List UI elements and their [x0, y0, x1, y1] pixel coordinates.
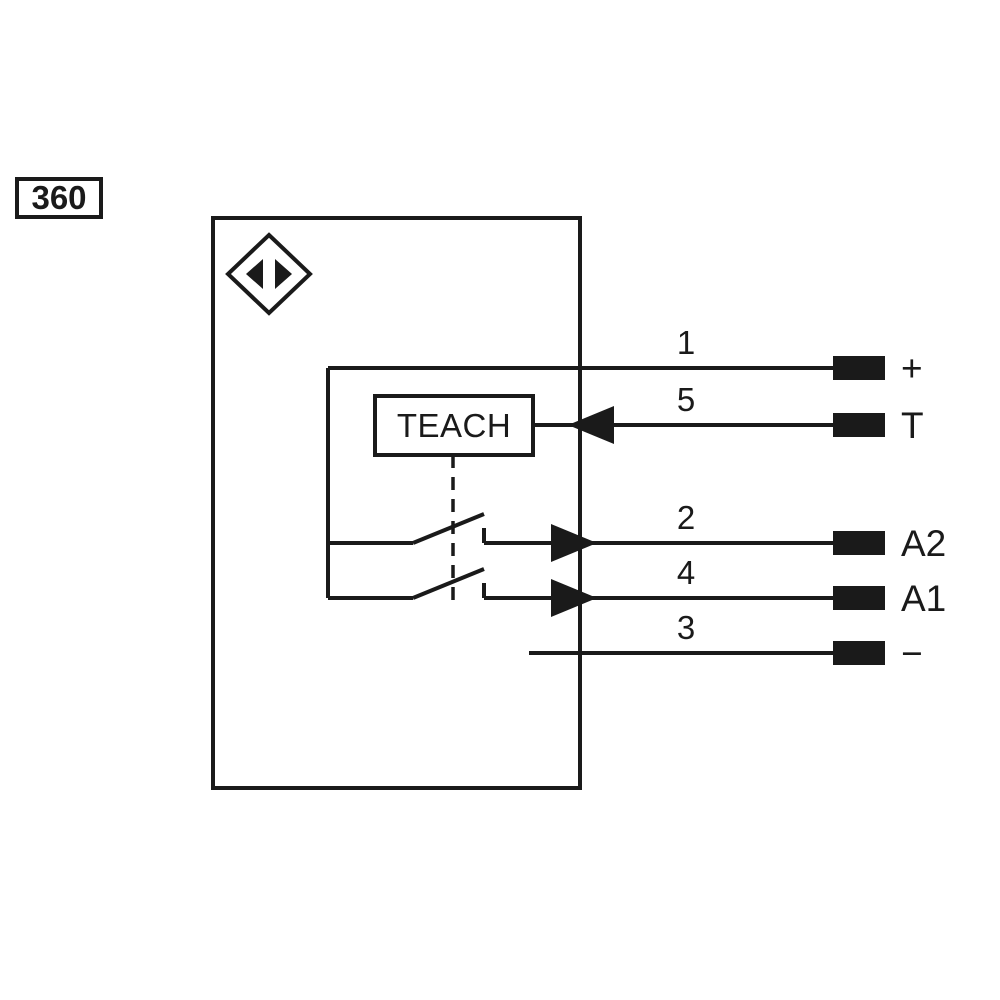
- terminal-plus: [833, 356, 885, 380]
- terminal-a1: [833, 586, 885, 610]
- terminal-a1-label: A1: [901, 578, 946, 619]
- wire-2: 2 A2: [484, 499, 946, 564]
- terminal-t-label: T: [901, 405, 924, 446]
- wire-3-pin-label: 3: [677, 609, 695, 646]
- wire-4: 4 A1: [484, 554, 946, 619]
- wire-2-pin-label: 2: [677, 499, 695, 536]
- teach-block-label: TEACH: [397, 407, 511, 444]
- wire-5: 5 T: [533, 381, 924, 446]
- arrow-right-icon: [551, 579, 597, 617]
- device-outline: [211, 216, 582, 790]
- wire-5-pin-label: 5: [677, 381, 695, 418]
- sensor-logo-icon: [225, 232, 313, 316]
- terminal-minus-label: −: [901, 633, 923, 674]
- wire-1: 1 +: [328, 324, 923, 389]
- switch-a1-blade: [412, 567, 485, 600]
- teach-block: TEACH: [373, 394, 535, 457]
- arrow-left-icon: [568, 406, 614, 444]
- terminal-a2: [833, 531, 885, 555]
- terminal-plus-label: +: [901, 348, 923, 389]
- badge-360-frame: [15, 177, 103, 219]
- switch-a2-blade: [412, 512, 485, 545]
- output-switch-a2: [328, 512, 486, 545]
- terminal-t: [833, 413, 885, 437]
- terminal-minus: [833, 641, 885, 665]
- badge-360: 360: [15, 177, 103, 219]
- arrow-right-icon: [551, 524, 597, 562]
- logo-left-triangle: [246, 259, 263, 289]
- wire-4-pin-label: 4: [677, 554, 695, 591]
- wire-1-pin-label: 1: [677, 324, 695, 361]
- wire-3: 3 −: [529, 609, 923, 674]
- logo-right-triangle: [275, 259, 292, 289]
- output-switch-a1: [328, 567, 486, 600]
- logo-diamond: [225, 232, 313, 316]
- badge-360-label: 360: [31, 179, 86, 216]
- terminal-a2-label: A2: [901, 523, 946, 564]
